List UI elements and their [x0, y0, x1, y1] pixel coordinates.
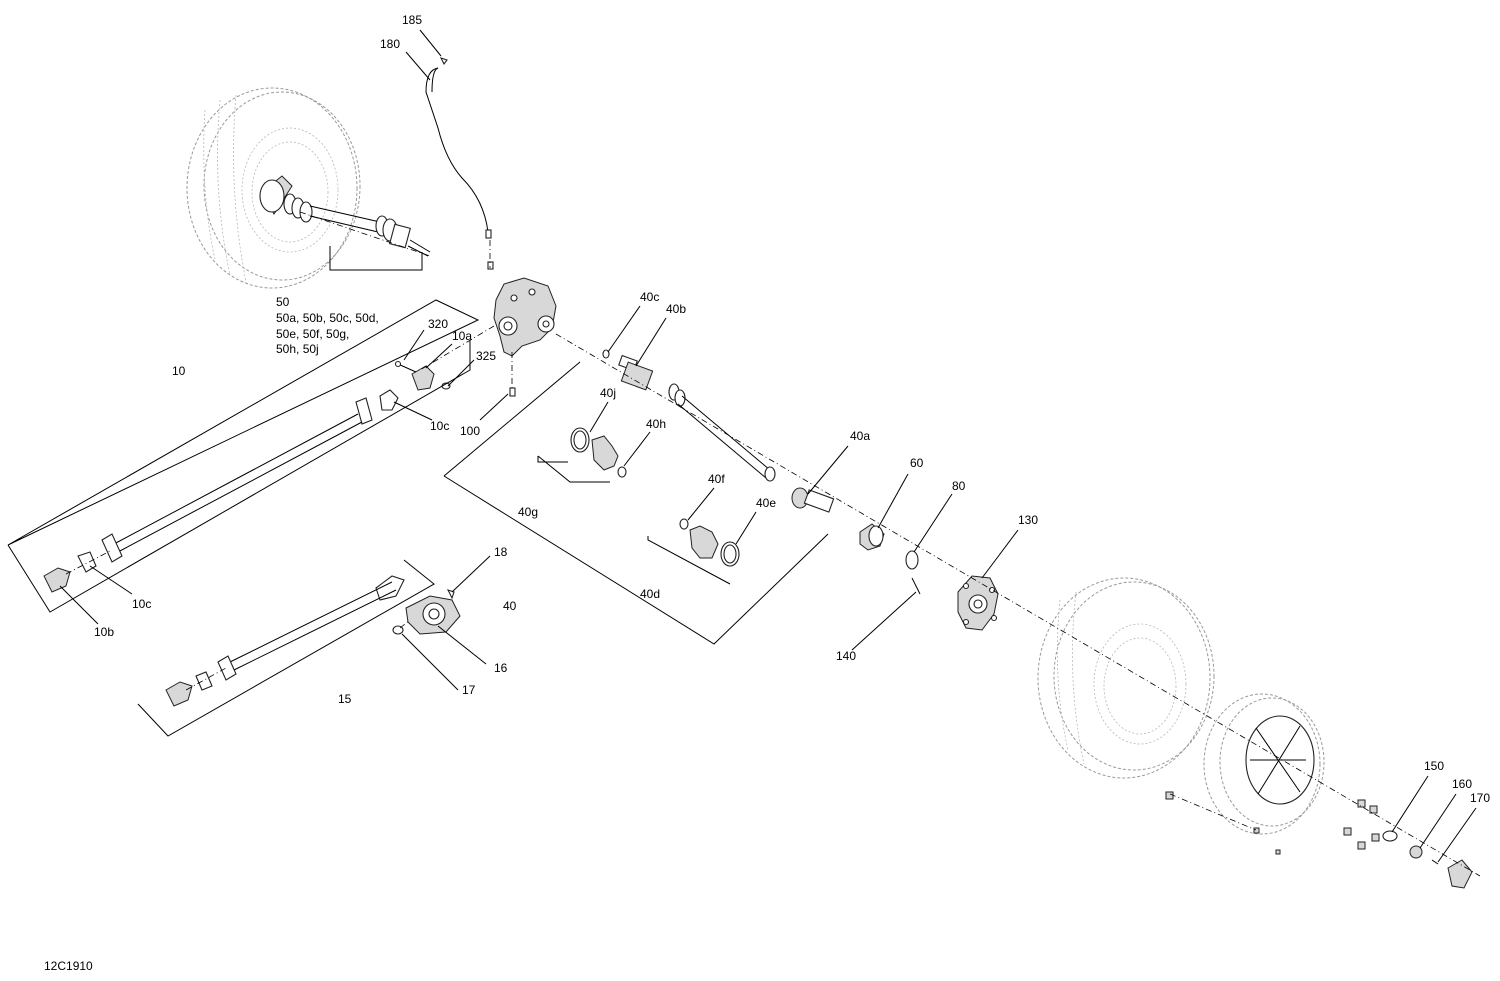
drive-shaft-50: [259, 175, 431, 257]
callout-60: 60: [910, 456, 924, 470]
axis-main: [555, 333, 1481, 877]
callout-170: 170: [1470, 791, 1490, 805]
callout-50-line2: 50e, 50f, 50g,: [276, 327, 349, 341]
leader-lines: [59, 29, 1477, 863]
upper-left-tire: [186, 87, 361, 289]
yoke-10a: [394, 360, 516, 397]
boot-kit-40g: [570, 427, 627, 478]
callout-50-line3: 50h, 50j: [276, 342, 319, 356]
callout-130: 130: [1018, 513, 1038, 527]
callout-40j: 40j: [600, 386, 616, 400]
callout-10a: 10a: [452, 329, 472, 343]
callout-325: 325: [476, 349, 496, 363]
axis-17: [399, 619, 411, 629]
callout-40h: 40h: [646, 417, 666, 431]
drive-shaft-10: [43, 397, 373, 593]
callout-40g: 40g: [518, 505, 538, 519]
callout-180: 180: [380, 37, 400, 51]
callout-40f: 40f: [708, 472, 725, 486]
callout-40: 40: [503, 599, 517, 613]
callout-40e: 40e: [756, 496, 776, 510]
lower-right-tire: [1037, 577, 1215, 779]
diagram-id: 12C1910: [44, 959, 93, 973]
hub-130: [957, 575, 999, 631]
axis-stud: [1169, 793, 1257, 831]
boot-kit-40d: [679, 518, 740, 567]
callout-140: 140: [836, 649, 856, 663]
bracket-50: [329, 246, 423, 271]
axis-yoke: [419, 325, 495, 371]
callout-185: 185: [402, 13, 422, 27]
callout-50: 50: [276, 295, 290, 309]
drive-shaft-15: [165, 575, 405, 707]
callout-320: 320: [428, 317, 448, 331]
vent-tube-180: [425, 57, 494, 270]
rear-differential: [493, 277, 557, 357]
callout-40a: 40a: [850, 429, 870, 443]
bracket-40d: [647, 536, 731, 585]
callout-160: 160: [1452, 777, 1472, 791]
spacer-60: [859, 523, 885, 551]
bracket-40-top: [443, 361, 581, 477]
bracket-10-lower: [7, 340, 471, 613]
bracket-15: [137, 559, 435, 737]
ring-80: [905, 550, 919, 570]
center-bearing-16: [392, 589, 461, 635]
bracket-10: [7, 299, 480, 546]
callout-18: 18: [494, 545, 508, 559]
wheel-nuts: [1165, 791, 1473, 889]
callout-50-line1: 50a, 50b, 50c, 50d,: [276, 311, 379, 325]
axle-shaft-40: [602, 349, 835, 513]
callout-15: 15: [338, 692, 352, 706]
axis-upper-shaft: [299, 211, 431, 257]
bracket-40g-left: [537, 456, 568, 463]
callout-16: 16: [494, 661, 508, 675]
u-joint-10c-upper: [379, 389, 399, 411]
callout-10c-lower: 10c: [132, 597, 151, 611]
callout-40b: 40b: [666, 302, 686, 316]
callout-10b: 10b: [94, 625, 114, 639]
callout-80: 80: [952, 479, 966, 493]
callout-100: 100: [460, 424, 480, 438]
callout-17: 17: [462, 683, 476, 697]
callout-150: 150: [1424, 759, 1444, 773]
callout-10: 10: [172, 364, 186, 378]
axis-15: [185, 667, 227, 691]
callout-10c-upper: 10c: [430, 419, 449, 433]
callout-40d: 40d: [640, 587, 660, 601]
callout-40c: 40c: [640, 290, 659, 304]
axis-10: [65, 549, 113, 575]
pin-140: [911, 577, 921, 595]
bracket-40: [443, 475, 829, 645]
rim: [1203, 693, 1325, 835]
bracket-40g: [537, 455, 610, 483]
